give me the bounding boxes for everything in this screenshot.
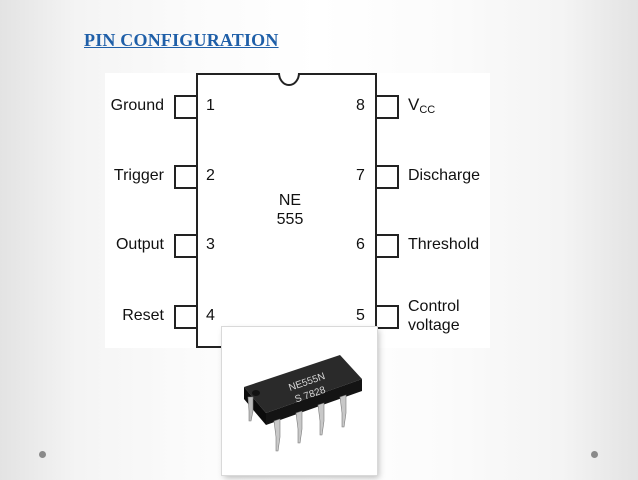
pin-4-box: [174, 305, 196, 329]
pin-5-label: Control voltage: [408, 297, 460, 335]
chip-name-line2: 555: [276, 211, 304, 228]
pin-7-label: Discharge: [408, 167, 481, 184]
pin-1-label: Ground: [110, 97, 164, 114]
slide-title: PIN CONFIGURATION: [84, 30, 279, 50]
slide-dot-left: [39, 451, 46, 458]
pin-1-number: 1: [206, 97, 215, 114]
pin-2-box: [174, 165, 196, 189]
chip-name: NE 555: [270, 191, 310, 229]
pin-8-number: 8: [356, 97, 365, 114]
pin-3-box: [174, 234, 196, 258]
pin-5-label-line1: Control: [408, 298, 460, 315]
chip-body-outline: [196, 73, 377, 348]
chip-photo-frame: NE555N S 7828: [222, 327, 377, 475]
chip-photo: NE555N S 7828: [244, 355, 362, 452]
vcc-main: V: [408, 95, 420, 114]
pin-6-label: Threshold: [408, 236, 480, 253]
pin-2-number: 2: [206, 167, 215, 184]
pin-5-box: [377, 305, 399, 329]
pin-3-number: 3: [206, 236, 215, 253]
pin-4-number: 4: [206, 307, 215, 324]
chip-top-edge-right: [299, 73, 377, 75]
vcc-subscript: CC: [419, 104, 436, 116]
pin-8-label: VCC: [408, 95, 435, 116]
pin-1-box: [174, 95, 196, 119]
pin-7-box: [377, 165, 399, 189]
pin-7-number: 7: [356, 167, 365, 184]
chip-top-edge-left: [196, 73, 279, 75]
pin-6-box: [377, 234, 399, 258]
pin-5-label-line2: voltage: [408, 317, 460, 334]
pin-6-number: 6: [356, 236, 365, 253]
pin-4-label: Reset: [122, 307, 164, 324]
pin-8-box: [377, 95, 399, 119]
slide-dot-right: [591, 451, 598, 458]
chip-name-line1: NE: [278, 192, 302, 209]
pin-2-label: Trigger: [113, 167, 164, 184]
pin-3-label: Output: [115, 236, 164, 253]
pin-5-number: 5: [356, 307, 365, 324]
